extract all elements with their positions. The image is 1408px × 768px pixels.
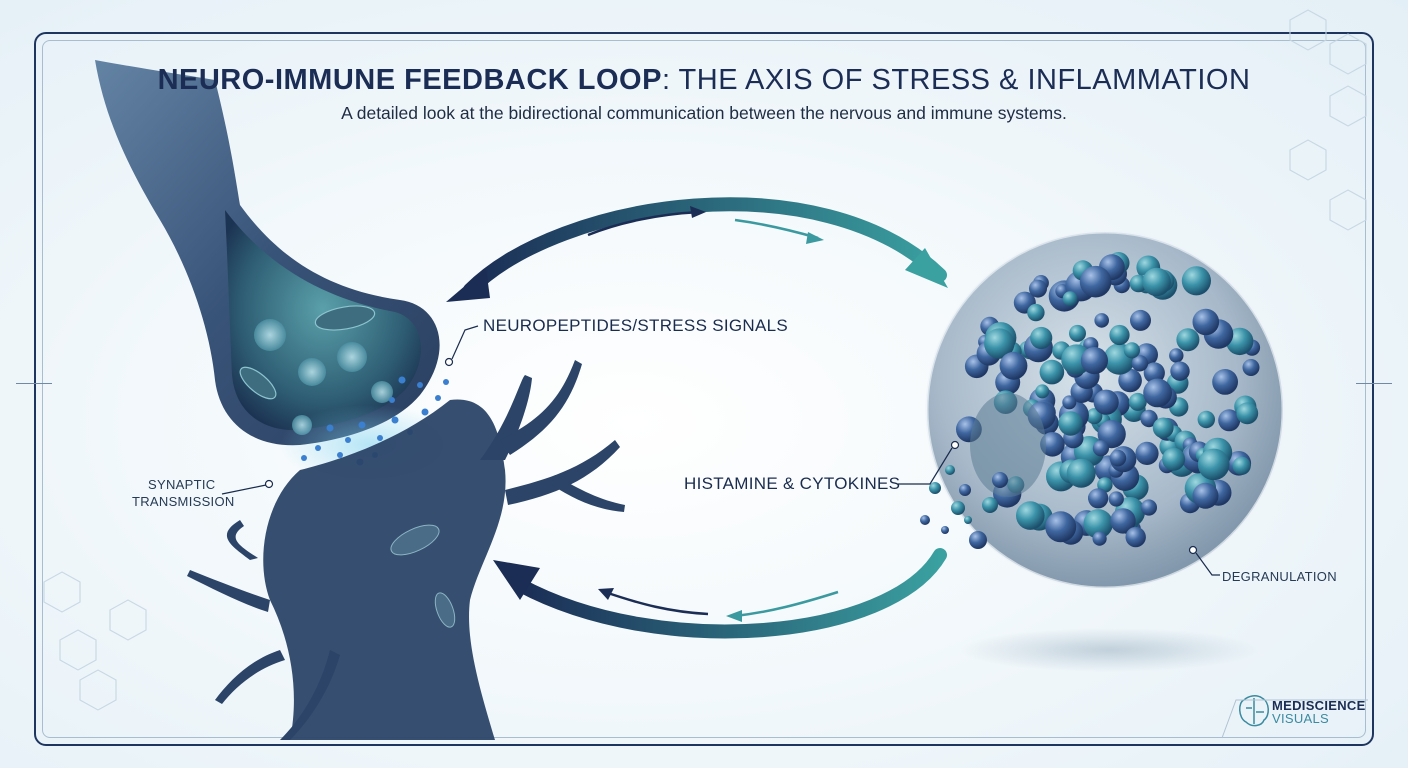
title-bold: NEURO-IMMUNE FEEDBACK LOOP — [157, 64, 662, 96]
cell-shadow — [960, 628, 1260, 672]
granule — [1110, 508, 1136, 534]
granule — [1181, 266, 1211, 296]
inner-frame — [42, 40, 1366, 738]
granule — [1080, 347, 1108, 375]
hexagon-pattern — [43, 9, 1367, 711]
granule — [1236, 402, 1259, 425]
granule — [1192, 482, 1219, 509]
cell-granules — [956, 252, 1261, 548]
granule — [1176, 328, 1200, 352]
granule — [1092, 531, 1107, 546]
granule — [1062, 395, 1077, 410]
granule — [1162, 447, 1186, 471]
mast-cell — [920, 230, 1285, 590]
bottom-arrow-arc — [513, 548, 947, 639]
granule — [1079, 265, 1112, 298]
granule — [1212, 369, 1238, 395]
brain-logo-icon — [1239, 695, 1269, 727]
page-subtitle: A detailed look at the bidirectional com… — [341, 103, 1067, 123]
granule — [1128, 392, 1147, 411]
granule — [1109, 324, 1130, 346]
brand-logo: MEDISCIENCE VISUALS — [1236, 694, 1366, 730]
granule — [1069, 324, 1086, 342]
granule — [1125, 526, 1146, 548]
granule — [1169, 348, 1184, 363]
released-granules — [920, 465, 1008, 549]
logo-text: MEDISCIENCE VISUALS — [1272, 699, 1366, 725]
left-tick-mark — [16, 383, 52, 384]
postsynaptic-neuron — [187, 360, 625, 740]
outer-frame — [34, 32, 1374, 746]
granule — [1093, 389, 1119, 415]
top-arrow-head-right — [905, 248, 948, 288]
granule — [1016, 501, 1045, 530]
granule — [1197, 410, 1216, 429]
granule — [1062, 291, 1078, 307]
granule — [984, 328, 1015, 359]
granule — [1218, 409, 1241, 432]
granule — [1140, 499, 1157, 516]
granule — [1083, 509, 1113, 539]
granule — [1035, 384, 1050, 399]
logo-line1: MEDISCIENCE — [1272, 698, 1366, 713]
granule — [1123, 342, 1140, 359]
granule — [1088, 488, 1109, 509]
granule — [1030, 326, 1053, 350]
granule — [1094, 313, 1109, 328]
logo-line2: VISUALS — [1272, 711, 1330, 726]
granule — [1192, 308, 1220, 336]
granule — [1058, 411, 1083, 436]
label-synaptic-line2: TRANSMISSION — [132, 494, 235, 509]
granule — [1152, 417, 1174, 439]
presynaptic-neuron — [95, 60, 440, 446]
label-histamine: HISTAMINE & CYTOKINES — [684, 474, 901, 493]
granule — [1118, 368, 1142, 393]
granule — [999, 351, 1028, 380]
granule — [1143, 362, 1165, 384]
granule — [1242, 359, 1260, 376]
top-arrow-arc — [463, 197, 947, 297]
bottom-arrow-head — [493, 560, 540, 600]
granule — [1170, 361, 1190, 381]
granule — [1039, 359, 1065, 385]
granule — [1029, 279, 1047, 298]
granule — [1140, 409, 1158, 428]
granule — [1040, 432, 1065, 457]
granule — [1066, 458, 1096, 488]
right-tick-mark — [1356, 383, 1392, 384]
granule — [1130, 309, 1151, 331]
granule — [1135, 441, 1159, 465]
label-degranulation: DEGRANULATION — [1222, 569, 1337, 584]
granule — [1109, 449, 1127, 467]
granule — [1197, 448, 1230, 481]
label-neuropeptides: NEUROPEPTIDES/STRESS SIGNALS — [483, 316, 789, 335]
granule — [1045, 511, 1077, 543]
top-arrow-head-left — [446, 268, 490, 302]
label-synaptic-line1: SYNAPTIC — [148, 477, 216, 492]
granule — [1108, 491, 1124, 507]
granule — [1232, 456, 1251, 475]
granule — [1086, 408, 1103, 425]
page-title: NEURO-IMMUNE FEEDBACK LOOP: THE AXIS OF … — [0, 64, 1408, 97]
granule — [1092, 440, 1109, 457]
granule — [1142, 267, 1171, 297]
title-rest: : THE AXIS OF STRESS & INFLAMMATION — [661, 64, 1251, 96]
granule — [1131, 355, 1149, 372]
leader-lines — [221, 325, 1220, 576]
granule — [1027, 303, 1045, 322]
granule — [1143, 378, 1172, 408]
